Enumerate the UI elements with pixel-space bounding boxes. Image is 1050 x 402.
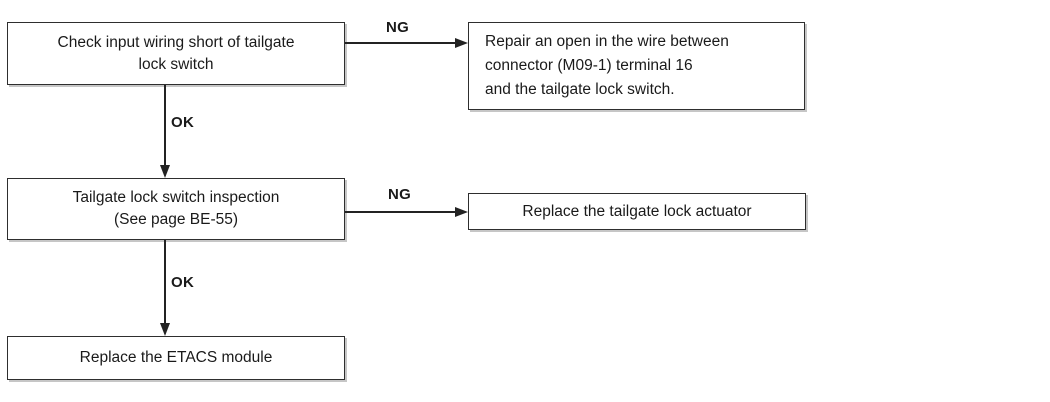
connector-ng2-line bbox=[345, 211, 455, 213]
connector-ng1-line bbox=[345, 42, 455, 44]
node-text-line: Repair an open in the wire between bbox=[485, 33, 729, 50]
node-text-line: Tailgate lock switch inspection bbox=[72, 189, 280, 206]
node-replace-tailgate-lock-actuator: Replace the tailgate lock actuator bbox=[468, 193, 806, 230]
node-text-line: lock switch bbox=[138, 55, 214, 73]
node-text-line: Replace the ETACS module bbox=[79, 349, 273, 366]
node-repair-open-wire: Repair an open in the wire between conne… bbox=[468, 22, 805, 110]
node-text-line: (See page BE-55) bbox=[113, 211, 239, 228]
arrowhead-right-ng2-icon bbox=[455, 206, 468, 217]
edge-label-ok2: OK bbox=[171, 274, 195, 291]
node-text-line: and the tailgate lock switch. bbox=[485, 81, 675, 98]
arrowhead-down-ok1-icon bbox=[159, 165, 170, 178]
edge-label-ng1: NG bbox=[386, 19, 410, 36]
edge-label-ok1: OK bbox=[171, 114, 195, 131]
connector-ok1-line bbox=[164, 85, 166, 166]
node-tailgate-lock-switch-inspection: Tailgate lock switch inspection (See pag… bbox=[7, 178, 345, 240]
node-text-line: Check input wiring short of tailgate bbox=[57, 33, 295, 51]
node-text-line: Replace the tailgate lock actuator bbox=[522, 202, 752, 220]
node-check-input-wiring: Check input wiring short of tailgate loc… bbox=[7, 22, 345, 85]
node-text-line: connector (M09-1) terminal 16 bbox=[485, 57, 693, 74]
edge-label-ng2: NG bbox=[388, 186, 412, 203]
arrowhead-down-ok2-icon bbox=[159, 323, 170, 336]
arrowhead-right-ng1-icon bbox=[455, 37, 468, 48]
connector-ok2-line bbox=[164, 240, 166, 324]
node-replace-etacs-module: Replace the ETACS module bbox=[7, 336, 345, 380]
